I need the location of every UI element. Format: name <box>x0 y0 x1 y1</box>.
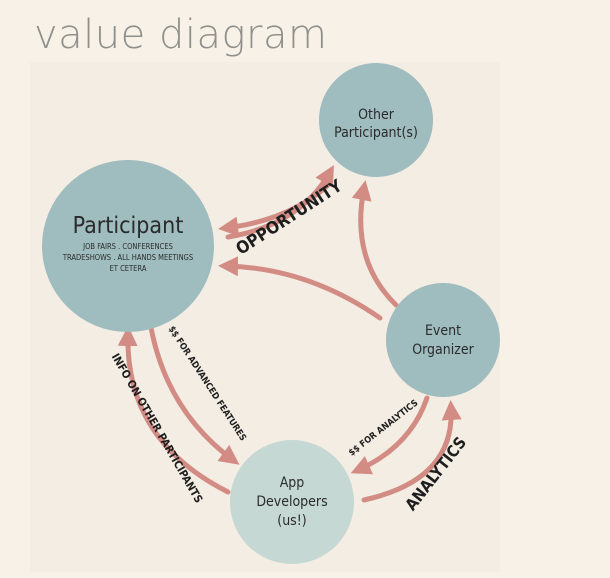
page-title: value diagram <box>34 12 328 58</box>
other-participants-circle <box>319 63 433 177</box>
participant-circle <box>42 160 214 332</box>
arrow-opportunity-to-other <box>225 165 334 240</box>
node-app-developers: App Developers (us!) <box>230 440 354 564</box>
node-other-participants: Other Participant(s) <box>319 63 433 177</box>
node-participant: Participant JOB FAIRS . CONFERENCES TRAD… <box>42 160 214 332</box>
arrow-organizer-to-participant <box>218 256 383 321</box>
arrow-organizer-to-other <box>351 180 399 308</box>
participant-subtitle-1: JOB FAIRS . CONFERENCES <box>82 242 173 251</box>
event-organizer-circle <box>386 283 500 397</box>
other-participants-line-1: Other <box>358 107 395 123</box>
arrow-opportunity-to-participant <box>218 182 331 237</box>
app-developers-line-1: App <box>280 475 305 491</box>
participant-title: Participant <box>73 213 184 239</box>
participant-subtitle-2: TRADESHOWS . ALL HANDS MEETINGS <box>62 253 193 262</box>
event-organizer-line-1: Event <box>425 323 461 339</box>
arrow-organizer-to-developers <box>350 395 430 475</box>
flow-arrows <box>117 165 462 503</box>
node-event-organizer: Event Organizer <box>386 283 500 397</box>
arrow-participant-to-developers <box>147 319 240 465</box>
app-developers-line-2: Developers <box>256 494 327 510</box>
arrow-developers-to-organizer <box>361 400 462 503</box>
other-participants-line-2: Participant(s) <box>334 125 418 141</box>
event-organizer-line-2: Organizer <box>412 342 474 358</box>
arrow-developers-to-participant <box>117 326 231 495</box>
app-developers-circle <box>230 440 354 564</box>
app-developers-line-3: (us!) <box>277 513 306 529</box>
participant-subtitle-3: ET CETERA <box>110 264 147 273</box>
